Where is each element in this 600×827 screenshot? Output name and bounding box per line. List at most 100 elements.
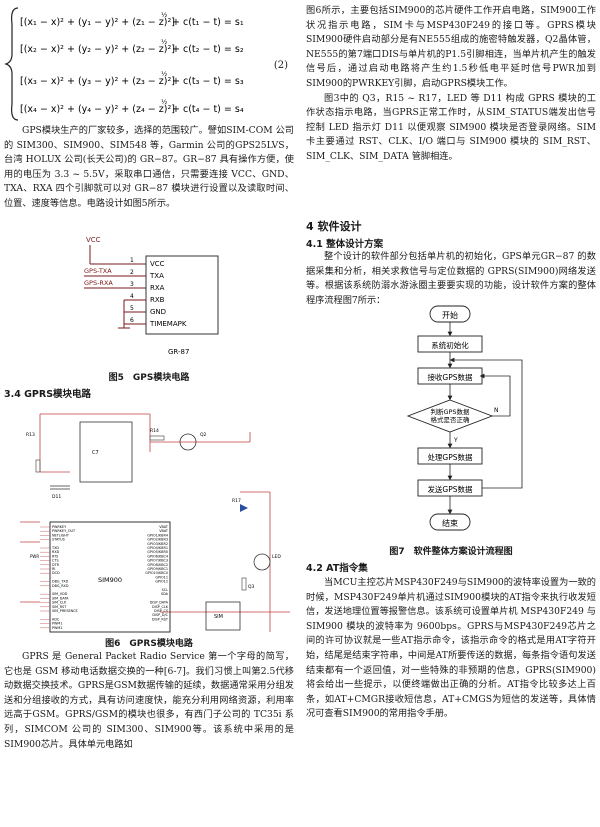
- sim900-right-pin: GPIO3/KBR2: [147, 542, 168, 546]
- left-paragraph-1: GPS模块生产的厂家较多，选择的范围较广。譬如SIM-COM 公司的 SIM30…: [4, 125, 294, 209]
- eq-rhs-3: + c(t₃ − t) = s₃: [172, 76, 244, 87]
- r17-resistor: [241, 577, 247, 591]
- sim900-right-pin: SDA: [161, 592, 169, 596]
- sim900-right-pin: GPIO8/KBC2: [147, 563, 168, 567]
- eq-rhs-2: + c(t₂ − t) = s₂: [172, 44, 244, 55]
- pin-2: 2: [130, 269, 134, 276]
- sig-timemapk: TIMEMAPK: [149, 320, 187, 328]
- eq-rhs-4: + c(t₄ − t) = s₄: [172, 104, 244, 115]
- sim900-right-pin: GPIO12: [155, 580, 168, 584]
- pin-3: 3: [130, 281, 134, 288]
- sim900-left-pin: DBG_TXD: [52, 580, 69, 584]
- sim900-right-pin: DISP_CS: [154, 609, 168, 613]
- sim900-left-pin: SIM_DATA: [52, 596, 69, 600]
- sim900-left-pin: PWRKEY: [52, 525, 67, 529]
- flow-no-label: N: [494, 407, 499, 414]
- sim900-right-pin: GPIO7/KBC3: [147, 559, 168, 563]
- sig-gnd: GND: [150, 308, 166, 316]
- left-paragraph-2: GPRS 是 General Packet Radio Service 第一个字…: [4, 651, 294, 750]
- sim900-left-pin: SIM_VDD: [52, 592, 68, 596]
- section-4-heading: 4 软件设计: [306, 220, 362, 233]
- eq-exp-4: ½: [161, 98, 167, 106]
- figure-6-caption: 图6 GPRS模块电路: [105, 639, 193, 649]
- q3-label: LED: [272, 554, 281, 560]
- sim900-right-pin: DISP_CLK: [152, 605, 169, 609]
- flowchart-svg: 开始 系统初始化 接收GPS数据 判断GPS数据 格式是否正确 N Y 处理GP…: [406, 305, 523, 531]
- pin-1: 1: [130, 257, 134, 264]
- eq-exp-2: ½: [161, 38, 167, 46]
- sim900-left-pin: RI: [52, 567, 55, 571]
- sim900-right-pins: VBATVBATGPIO1/KBR4GPIO2/KBR3GPIO3/KBR2GP…: [145, 525, 169, 621]
- q2-label: Q2: [200, 432, 207, 438]
- figure-5: VCC GPS-TXA GPS-RXA 1 2 3 4 5 6 VCC TXA …: [60, 230, 260, 366]
- eq-exp-1: ½: [161, 11, 167, 19]
- eq-row-2: [(x₂ − x)² + (y₂ − y)² + (z₂ − z)²]: [20, 44, 175, 55]
- sim900-left-pin: RXD: [52, 550, 60, 554]
- ne555-chip: [79, 421, 133, 483]
- vcc-label: VCC: [86, 236, 101, 244]
- sim900-right-pin: DISP_D/C: [152, 613, 168, 617]
- sim900-left-pin: NETLIGHT: [52, 533, 70, 537]
- gps-txa-label: GPS-TXA: [84, 267, 112, 275]
- pin-6: 6: [130, 317, 134, 324]
- section-4-2-heading: 4.2 AT指令集: [306, 563, 368, 574]
- sim900-left-pin: PWRKEY_OUT: [52, 529, 76, 533]
- sim900-right-pin: VBAT: [159, 529, 169, 533]
- sim900-left-pin: CTS: [52, 559, 59, 563]
- section-4-1-heading: 4.1 整体设计方案: [306, 239, 384, 250]
- sig-vcc: VCC: [150, 260, 165, 268]
- sig-rxb: RXB: [150, 296, 165, 304]
- eq-row-4: [(x₄ − x)² + (y₄ − y)² + (z₄ − z)²]: [20, 104, 175, 115]
- sim900-left-pin: ADC: [52, 617, 60, 621]
- flow-yes-label: Y: [453, 437, 458, 444]
- sim900-left-pin: SIM_RST: [52, 605, 67, 609]
- right-paragraph-4: 当MCU主控芯片MSP430F249与SIM900的波特率设置为一致的时候，MS…: [306, 577, 596, 720]
- flow-judge-text-1: 判断GPS数据: [430, 407, 470, 416]
- q3-transistor-icon: [253, 553, 271, 571]
- sim900-right-pin: GPIO1/KBR4: [147, 533, 168, 537]
- sim900-left-pin: DCD: [52, 571, 60, 575]
- figure-7: 开始 系统初始化 接收GPS数据 判断GPS数据 格式是否正确 N Y 处理GP…: [390, 300, 540, 540]
- brace-icon: [4, 7, 19, 121]
- gps-rxa-label: GPS-RXA: [84, 279, 113, 287]
- sim900-right-pin: GPIO4/KBR1: [147, 546, 168, 550]
- sig-rxa: RXA: [150, 284, 165, 292]
- flow-start-text: 开始: [442, 310, 458, 320]
- sim900-left-pin: SIM_PRESENCE: [52, 609, 78, 613]
- figure-6: R13 C7 R14 Q2 D11 R17 LED Q3 SIM900 PWR …: [10, 402, 292, 634]
- pin-4: 4: [130, 293, 134, 300]
- equation-number: (2): [273, 60, 288, 71]
- flow-process-text: 处理GPS数据: [427, 452, 473, 462]
- r17-label: Q3: [248, 584, 255, 590]
- sim900-label: SIM900: [98, 576, 122, 584]
- sim-card-label: SIM: [214, 614, 223, 620]
- sim900-left-pin: PWM1: [52, 622, 62, 626]
- c7-label: D11: [52, 494, 61, 500]
- gps-circuit-svg: VCC GPS-TXA GPS-RXA 1 2 3 4 5 6 VCC TXA …: [84, 236, 219, 356]
- sim900-left-pins: PWRKEYPWRKEY_OUTNETLIGHTSTATUSTXDRXDRTSC…: [40, 525, 78, 630]
- sim900-right-pin: GPIO11: [155, 575, 168, 579]
- d11-led-icon: [240, 504, 248, 512]
- sim900-left-pin: DTR: [52, 563, 60, 567]
- sim900-left-pin: TXD: [51, 546, 59, 550]
- r13-resistor: [35, 459, 41, 473]
- sim900-right-pin: GPIO2/KBR3: [147, 538, 168, 542]
- sim900-left-pin: RTS: [52, 554, 58, 558]
- sim900-right-pin: GPIO5/KBR0: [147, 550, 168, 554]
- right-paragraph-3: 整个设计的软件部分包括单片机的初始化，GPS单元GR−87 的数据采集和分析，相…: [306, 251, 596, 306]
- sim-card-holder: [205, 601, 241, 631]
- figure-5-caption: 图5 GPS模块电路: [108, 373, 190, 383]
- eq-rhs-1: + c(t₁ − t) = s₁: [172, 17, 244, 28]
- equation-svg: [(x₁ − x)² + (y₁ − y)² + (z₁ − z)²] ½ + …: [4, 7, 244, 121]
- eq-exp-3: ½: [161, 70, 167, 78]
- part-label: GR-87: [168, 348, 189, 356]
- sim900-right-pin: DISP_RST: [152, 617, 169, 621]
- flow-send-text: 发送GPS数据: [427, 484, 473, 494]
- sim900-right-pin: VBAT: [159, 525, 169, 529]
- sim900-right-pin: GPIO6/KBC4: [147, 554, 168, 558]
- q2-transistor-icon: [179, 433, 197, 451]
- sim900-left-pin: SIM_CLK: [52, 601, 67, 605]
- gr87-chip: [145, 255, 219, 335]
- sim900-left-pin: DBG_RXD: [52, 584, 69, 588]
- pin-5: 5: [130, 305, 134, 312]
